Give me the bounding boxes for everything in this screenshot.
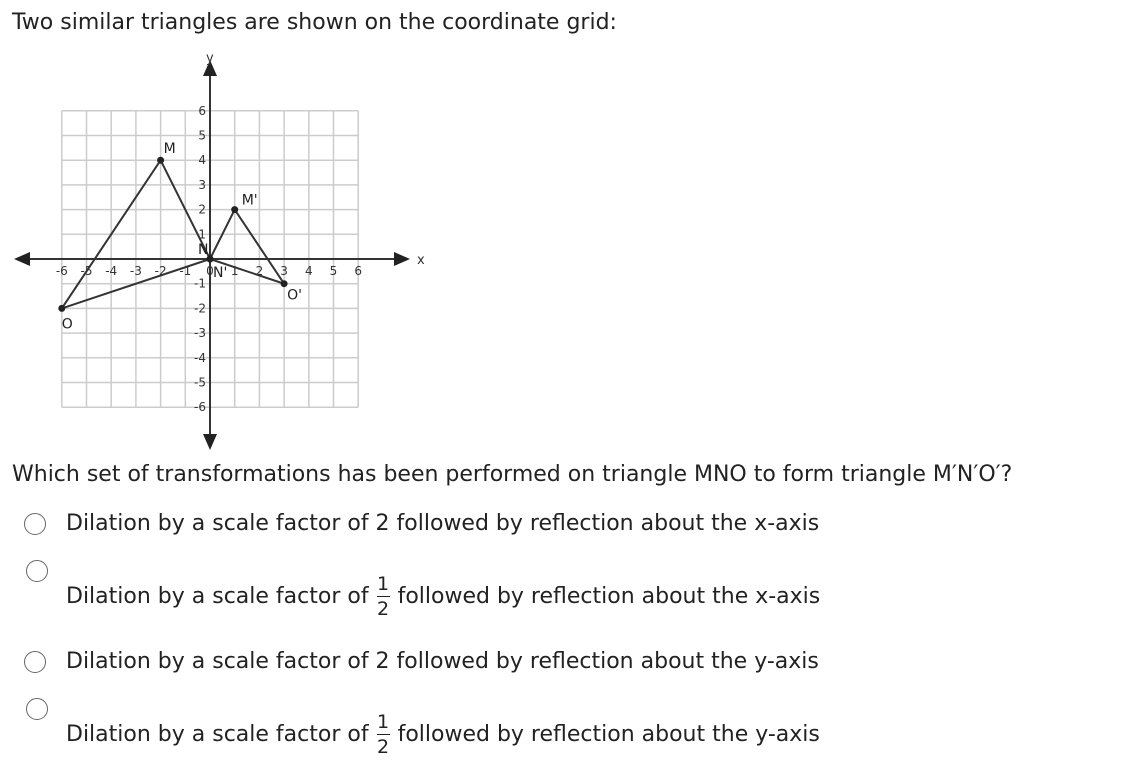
y-tick-label: 6: [198, 104, 206, 118]
x-tick-label: -4: [105, 264, 117, 278]
option-label-end: followed by reflection about the y-axis: [397, 722, 820, 747]
y-tick-label: 3: [198, 178, 206, 192]
vertex-point: [157, 156, 165, 164]
y-tick-label: 5: [198, 129, 206, 143]
x-axis-label: x: [417, 253, 425, 268]
x-axis-arrow-right: [394, 252, 410, 266]
option-label: Dilation by a scale factor of 2 followed…: [66, 511, 820, 536]
vertex-label: M: [164, 141, 176, 157]
vertex-label: N: [198, 242, 208, 258]
y-tick-label: 4: [198, 153, 206, 167]
numerator: 1: [377, 573, 390, 595]
y-tick-label: -5: [194, 376, 206, 390]
radio-button[interactable]: [26, 698, 48, 720]
radio-button[interactable]: [24, 650, 46, 673]
option-c[interactable]: Dilation by a scale factor of 2 followed…: [24, 649, 819, 674]
y-tick-label: -6: [194, 400, 206, 414]
x-tick-label: -1: [179, 264, 191, 278]
option-a[interactable]: Dilation by a scale factor of 2 followed…: [24, 511, 819, 536]
x-tick-label: -6: [56, 264, 68, 278]
x-tick-label: -2: [155, 264, 167, 278]
vertex-point: [58, 304, 66, 312]
triangle-mno-prime: [208, 207, 287, 286]
x-tick-label: 4: [305, 264, 313, 278]
y-axis-arrow-up: [203, 60, 217, 76]
y-tick-label: -3: [194, 326, 206, 340]
triangles: M N O M' N' O': [58, 141, 302, 332]
y-tick-label: -1: [194, 277, 206, 291]
y-axis-arrow-down: [203, 434, 217, 450]
question-text: Which set of transformations has been pe…: [12, 462, 1013, 487]
x-tick-label: -3: [130, 264, 142, 278]
option-label: Dilation by a scale factor of: [66, 584, 369, 609]
x-tick-label: 5: [330, 264, 338, 278]
option-label-end: followed by reflection about the x-axis: [397, 584, 821, 609]
vertex-point: [206, 255, 214, 263]
x-tick-label: 0: [206, 264, 214, 278]
radio-button[interactable]: [26, 560, 48, 582]
y-tick-label: 2: [198, 203, 206, 217]
denominator: 2: [377, 598, 390, 620]
x-tick-label: 6: [354, 264, 362, 278]
x-axis-arrow-left: [14, 252, 30, 266]
x-tick-label: 2: [256, 264, 264, 278]
radio-button[interactable]: [24, 512, 46, 535]
option-label: Dilation by a scale factor of 2 followed…: [66, 649, 819, 674]
vertex-label: O': [287, 288, 302, 304]
question-intro: Two similar triangles are shown on the c…: [12, 10, 617, 35]
numerator: 1: [377, 711, 390, 733]
vertex-point: [231, 206, 239, 214]
y-tick-label: -2: [194, 301, 206, 315]
y-axis-label: y: [206, 51, 214, 66]
vertex-label: N': [213, 265, 227, 281]
y-tick-label: -4: [194, 351, 206, 365]
x-tick-label: 1: [231, 264, 239, 278]
vertex-label: O: [62, 316, 73, 332]
y-tick-label: 1: [198, 227, 206, 241]
x-tick-label: 3: [280, 264, 288, 278]
option-label: Dilation by a scale factor of: [66, 722, 369, 747]
vertex-point: [280, 280, 288, 288]
vertex-label: M': [242, 193, 258, 209]
denominator: 2: [377, 736, 390, 758]
triangle-mno: [59, 158, 212, 311]
